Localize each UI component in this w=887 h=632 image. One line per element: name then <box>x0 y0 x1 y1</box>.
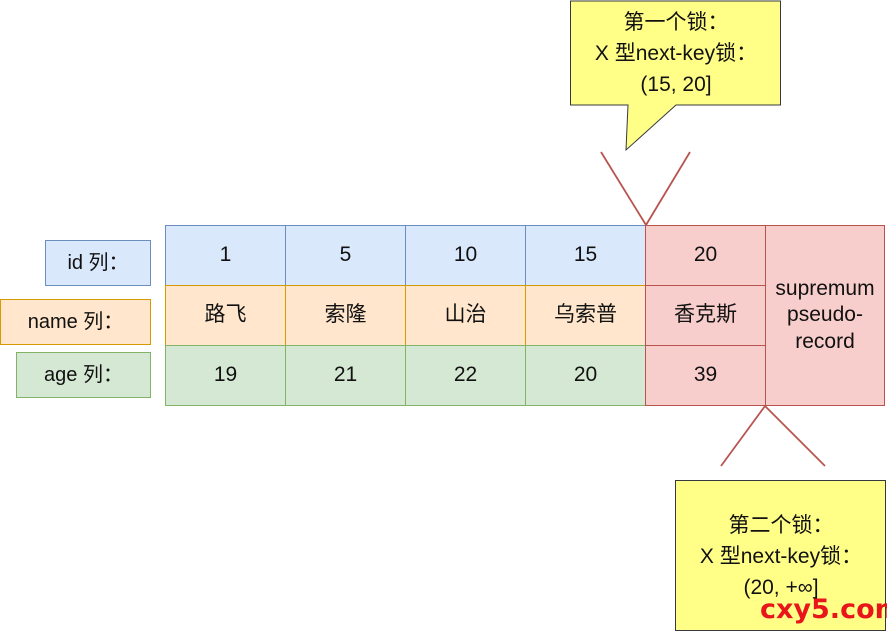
supremum-pseudo-record: supremum pseudo- record <box>765 225 885 406</box>
id-cell-1: 1 <box>165 225 286 286</box>
name-cell-4: 乌索普 <box>525 285 646 346</box>
second-lock-range: (20, +∞] <box>743 576 819 599</box>
first-lock-text: 第一个锁： X 型next-key锁： (15, 20] <box>571 7 781 100</box>
name-cell-5: 香克斯 <box>645 285 766 346</box>
first-lock-pointer-left <box>600 151 647 226</box>
age-cell-2: 21 <box>285 345 406 406</box>
age-cell-3: 22 <box>405 345 526 406</box>
first-lock-type: X 型next-key锁： <box>594 42 758 65</box>
age-row-label: age 列： <box>16 352 151 398</box>
id-cell-2: 5 <box>285 225 406 286</box>
id-cell-5: 20 <box>645 225 766 286</box>
name-row-label: name 列： <box>0 299 151 345</box>
watermark-text: cxy5.com <box>760 594 887 625</box>
second-lock-pointer-left <box>720 405 766 467</box>
name-cell-3: 山治 <box>405 285 526 346</box>
name-cell-2: 索隆 <box>285 285 406 346</box>
first-lock-range: (15, 20] <box>640 73 712 96</box>
first-lock-title: 第一个锁： <box>623 11 729 34</box>
id-cell-4: 15 <box>525 225 646 286</box>
name-cell-1: 路飞 <box>165 285 286 346</box>
supremum-line-1: supremum <box>775 277 875 301</box>
age-cell-4: 20 <box>525 345 646 406</box>
supremum-line-3: record <box>795 329 855 353</box>
second-lock-title: 第二个锁： <box>728 514 834 537</box>
id-cell-3: 10 <box>405 225 526 286</box>
supremum-line-2: pseudo- <box>787 303 863 327</box>
age-cell-5: 39 <box>645 345 766 406</box>
first-lock-pointer-right <box>645 151 691 226</box>
id-row-label: id 列： <box>45 240 151 286</box>
age-cell-1: 19 <box>165 345 286 406</box>
second-lock-pointer-right <box>764 405 826 467</box>
second-lock-type: X 型next-key锁： <box>699 545 863 568</box>
second-lock-text: 第二个锁： X 型next-key锁： (20, +∞] <box>676 510 886 603</box>
